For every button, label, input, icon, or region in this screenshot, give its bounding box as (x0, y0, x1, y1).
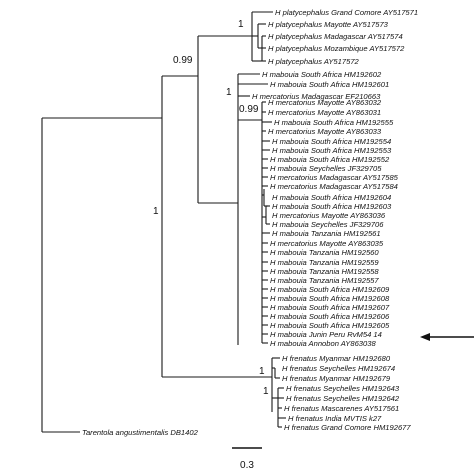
support-frenatus-clade: 1 (259, 366, 265, 377)
support-platycephalus-clade: 1 (238, 19, 244, 30)
tip-label: H mabouia South Africa HM192608 (270, 294, 390, 303)
tip-label: H frenatus Myanmar HM192679 (282, 374, 391, 383)
tip-label: H mabouia Seychelles JF329705 (270, 164, 382, 173)
tip-label: H mabouia Tanzania HM192557 (270, 276, 379, 285)
tip-label: H mercatorius Mayotte AY863036 (272, 211, 386, 220)
arrow-marker (420, 333, 474, 341)
tip-label: H frenatus Mascarenes AY517561 (284, 404, 399, 413)
tip-label: H platycephalus Madagascar AY517574 (268, 32, 403, 41)
tip-label: H frenatus Seychelles HM192674 (282, 364, 395, 373)
tip-label: H frenatus India MVTIS k27 (288, 414, 382, 423)
support-mabouia-subclade: 0.99 (239, 104, 259, 115)
tip-label: H platycephalus Mayotte AY517573 (268, 20, 389, 29)
tip-label: H mabouia South Africa HM192554 (272, 137, 391, 146)
tip-label: H mabouia Tanzania HM192559 (270, 258, 379, 267)
tip-label: H mercatorius Madagascar EF210663 (252, 92, 381, 101)
tip-label: H platycephalus Mozambique AY517572 (268, 44, 405, 53)
tip-label: H mabouia Seychelles JF329706 (272, 220, 384, 229)
tip-label: H mabouia Tanzania HM192560 (270, 248, 379, 257)
scale-bar: 0.3 (232, 447, 262, 471)
tip-label: H platycephalus AY517572 (268, 57, 360, 66)
tip-label: H mabouia Junin Peru RvM54 14 (270, 330, 382, 339)
arrow-head-icon (420, 333, 430, 341)
tip-label: H mabouia South Africa HM192605 (270, 321, 390, 330)
tip-labels: H platycephalus Grand Comore AY517571 H … (82, 8, 418, 437)
tip-label: H mabouia Annobon AY863038 (270, 339, 376, 348)
support-root: 1 (153, 206, 159, 217)
tree-branches (41, 11, 286, 433)
tip-label: H mercatorius Mayotte AY863032 (268, 98, 382, 107)
tip-label: H mabouia South Africa HM192555 (274, 118, 394, 127)
tip-label: H mabouia South Africa HM192606 (270, 312, 390, 321)
tip-label: H mabouia Tanzania HM192561 (272, 229, 381, 238)
support-frenatus-subclade: 1 (263, 386, 269, 397)
tip-label: H mercatorius Mayotte AY863031 (268, 108, 381, 117)
tip-label: H mabouia South Africa HM192552 (270, 155, 390, 164)
tip-label: H mabouia South Africa HM192604 (272, 193, 391, 202)
tip-label: H mabouia Tanzania HM192558 (270, 267, 379, 276)
scale-bar-label: 0.3 (240, 460, 254, 471)
tip-label: H mabouia South Africa HM192607 (270, 303, 390, 312)
tip-label: H mabouia South Africa HM192553 (272, 146, 392, 155)
tip-label: H mabouia South Africa HM192609 (270, 285, 390, 294)
tip-label: H mercatorius Mayotte AY863033 (268, 127, 382, 136)
support-mabouia-clade: 1 (226, 87, 232, 98)
tip-label: H mabouia South Africa HM192602 (262, 70, 382, 79)
tip-label: H frenatus Seychelles HM192643 (286, 384, 400, 393)
tip-label: H frenatus Myanmar HM192680 (282, 354, 391, 363)
outgroup-label: Tarentola angustimentalis DB1402 (82, 428, 199, 437)
support-platycephalus-mabouia: 0.99 (173, 55, 193, 66)
tip-label: H mercatorius Madagascar AY517584 (270, 182, 398, 191)
tip-label: H platycephalus Grand Comore AY517571 (275, 8, 418, 17)
tip-label: H frenatus Seychelles HM192642 (286, 394, 400, 403)
tip-label: H frenatus Grand Comore HM192677 (284, 423, 411, 432)
tip-label: H mabouia South Africa HM192603 (272, 202, 392, 211)
tip-label: H mabouia South Africa HM192601 (270, 80, 389, 89)
tip-label: H mercatorius Madagascar AY517585 (270, 173, 399, 182)
tip-label: H mercatorius Mayotte AY863035 (270, 239, 384, 248)
support-values: 1 0.99 1 1 0.99 1 1 (153, 19, 269, 397)
